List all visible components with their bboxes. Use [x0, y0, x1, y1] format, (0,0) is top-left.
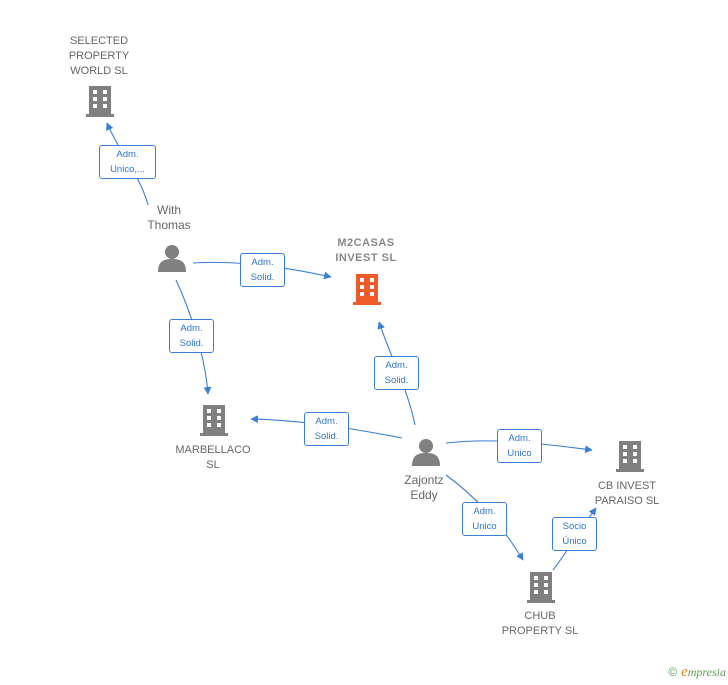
- chub-node-label[interactable]: CHUB PROPERTY SL: [501, 610, 579, 637]
- marbellaco-node-label[interactable]: MARBELLACO SL: [175, 444, 251, 471]
- brand-initial: e: [681, 664, 688, 680]
- selected-node-label[interactable]: SELECTED PROPERTY WORLD SL: [68, 35, 130, 77]
- edge-label-zajontz-m2casas: Adm. Solid.: [374, 356, 419, 390]
- edge-label-chub-cbinvest: Socio Único: [552, 517, 597, 551]
- edge-label-thomas-selected: Adm. Unico,...: [99, 145, 156, 179]
- m2casas-building-icon[interactable]: [353, 274, 381, 305]
- zajontz-person-icon[interactable]: [412, 439, 440, 466]
- edge-label-zajontz-chub: Adm. Unico: [462, 502, 507, 536]
- chub-building-icon[interactable]: [527, 572, 555, 603]
- empresia-logo[interactable]: ©empresia: [668, 664, 726, 681]
- selected-building-icon[interactable]: [86, 86, 114, 117]
- cbinvest-node-label[interactable]: CB INVEST PARAISO SL: [594, 480, 660, 507]
- thomas-person-icon[interactable]: [158, 245, 186, 272]
- zajontz-node-label[interactable]: Zajontz Eddy: [404, 473, 444, 502]
- m2casas-node-label[interactable]: M2CASAS INVEST SL: [335, 237, 397, 264]
- edge-label-zajontz-marbellaco: Adm. Solid.: [304, 412, 349, 446]
- marbellaco-building-icon[interactable]: [200, 405, 228, 436]
- edge-label-zajontz-cbinvest: Adm. Unico: [497, 429, 542, 463]
- edge-label-thomas-marbellaco: Adm. Solid.: [169, 319, 214, 353]
- brand-name: mpresia: [687, 665, 726, 679]
- cbinvest-building-icon[interactable]: [616, 441, 644, 472]
- edge-label-thomas-m2casas: Adm. Solid.: [240, 253, 285, 287]
- copyright-icon: ©: [668, 665, 678, 679]
- thomas-node-label[interactable]: With Thomas: [147, 203, 191, 232]
